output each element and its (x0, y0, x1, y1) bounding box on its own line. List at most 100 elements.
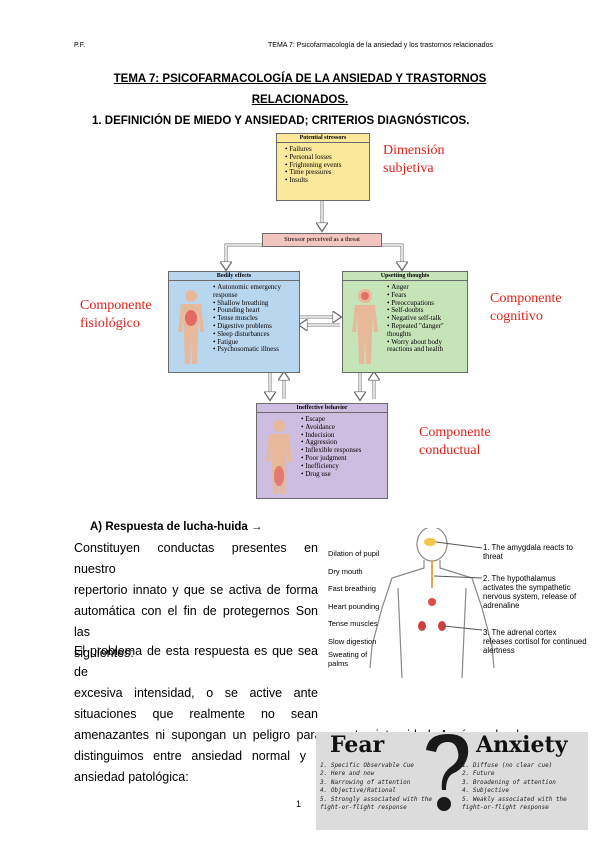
thought-item: Fears (387, 291, 467, 300)
paragraph-line: repertorio innato y que se activa de for… (74, 583, 318, 597)
question-mark-icon (426, 734, 469, 811)
fight-flight-figure: Dilation of pupil Dry mouth Fast breathi… (326, 528, 588, 688)
behavior-item: Avoidance (301, 423, 387, 432)
fear-item: 1. Specific Observable Cue (320, 762, 414, 769)
stressor-item: Time pressures (285, 169, 369, 177)
label-cognitive-line1: Componente (490, 291, 562, 306)
thought-item: Anger (387, 283, 467, 292)
fear-anxiety-image: Fear Anxiety 1. Specific Observable Cue … (316, 732, 588, 830)
label-physio-line2: fisiológico (80, 316, 140, 331)
header-right: TEMA 7: Psicofarmacología de la ansiedad… (268, 42, 493, 49)
bodily-effects-title: Bodily effects (169, 272, 299, 281)
perceived-threat-box: Stressor perceived as a threat (262, 233, 382, 247)
anxiety-list: 1. Diffuse (no clear cue) 2. Future 3. B… (462, 762, 586, 812)
ineffective-behavior-title: Ineffective behavior (257, 404, 387, 413)
label-cognitive-line2: cognitivo (490, 309, 543, 324)
stressor-item: Personal losses (285, 153, 369, 162)
section-heading-1: 1. DEFINICIÓN DE MIEDO Y ANSIEDAD; CRITE… (92, 115, 470, 127)
label-behavioral-line2: conductual (419, 443, 481, 458)
stress-diagram: Potential stressors Failures Personal lo… (164, 133, 468, 503)
anxiety-item: 3. Broadening of attention (462, 778, 556, 786)
label-physio: Componente fisiológico (80, 297, 152, 333)
label-subjective-line2: subjetiva (383, 161, 434, 176)
bodily-effects-box: Bodily effects Autonomic emergency respo… (168, 271, 300, 373)
thought-item: Preoccupations (387, 299, 467, 308)
bodily-item: Psychosomatic illness (213, 346, 299, 354)
symptom-item: Sweating of palms (328, 650, 368, 668)
thought-item: Worry about body reactions and health (387, 338, 467, 355)
anxiety-item: 1. Diffuse (no clear cue) (462, 762, 553, 769)
behavior-item: Drug use (301, 470, 387, 479)
symptom-item: Tense muscles (328, 619, 378, 628)
anxiety-item: 5. Weakly associated with the fight-or-f… (462, 795, 567, 812)
bodily-item: Sleep disturbances (213, 330, 299, 339)
upsetting-thoughts-title: Upsetting thoughts (343, 272, 467, 281)
paragraph-line: siguientes: (74, 646, 134, 660)
brain-step-3: 3. The adrenal cortex releases cortisol … (483, 628, 587, 655)
bodily-item: Digestive problems (213, 322, 299, 331)
fear-title: Fear (330, 732, 385, 758)
human-outline-icon (369, 528, 495, 679)
behavior-item: Indecision (301, 431, 387, 440)
fear-list: 1. Specific Observable Cue 2. Here and n… (320, 762, 440, 812)
section-heading-a: A) Respuesta de lucha-huida → (90, 521, 263, 533)
symptom-item: Heart pounding (328, 601, 380, 611)
label-behavioral: Componente conductual (419, 424, 491, 460)
paragraph-line: ansiedad patológica: (74, 770, 189, 784)
symptom-item: Fast breathing (328, 584, 376, 593)
upsetting-thoughts-box: Upsetting thoughts Anger Fears Preoccupa… (342, 271, 468, 373)
paragraph-line: excesiva intensidad, o se active ante (74, 686, 318, 700)
label-subjective: Dimensión subjetiva (383, 142, 444, 178)
symptom-list: Dilation of pupil Dry mouth Fast breathi… (328, 545, 379, 650)
page-title-line2: RELACIONADOS. (251, 94, 349, 106)
behavior-item: Escape (301, 415, 387, 424)
label-cognitive: Componente cognitivo (490, 290, 562, 326)
ineffective-behavior-box: Ineffective behavior Escape Avoidance In… (256, 403, 388, 499)
behavior-item: Inflexible responses (301, 446, 387, 455)
body-figure-icon (178, 290, 204, 364)
label-subjective-line1: Dimensión (383, 143, 445, 158)
head-figure-icon (352, 289, 378, 364)
anxiety-item: 2. Future (462, 770, 495, 778)
label-physio-line1: Componente (80, 298, 152, 313)
bodily-item: Autonomic emergency response (213, 283, 299, 300)
thought-item: Self-doubts (387, 307, 467, 315)
anxiety-title: Anxiety (476, 732, 568, 758)
fear-item: 5. Strongly associated with the fight-or… (320, 795, 432, 812)
behavior-item: Poor judgment (301, 454, 387, 463)
behavior-item: Aggression (301, 439, 387, 447)
brain-step-2: 2. The hypothalamus activates the sympat… (483, 574, 577, 610)
symptom-item: Slow digestion (328, 636, 377, 646)
body-figure-icon (266, 420, 292, 494)
brain-step-1: 1. The amygdala reacts to threat (483, 543, 574, 561)
page-title-line1: TEMA 7: PSICOFARMACOLOGÍA DE LA ANSIEDAD… (113, 73, 487, 85)
symptom-item: Dry mouth (328, 566, 363, 576)
stressors-box: Potential stressors Failures Personal lo… (276, 133, 370, 201)
stressor-item: Failures (285, 145, 369, 154)
thought-item: Repeated "danger" thoughts (387, 322, 467, 339)
fear-item: 4. Objective/Rational (320, 787, 396, 795)
stressor-item: Frightening events (285, 161, 369, 170)
page-number: 1 (296, 799, 302, 809)
symptom-item: Dilation of pupil (328, 549, 380, 558)
paragraph-1: Constituyen conductas presentes en nuest… (74, 538, 318, 664)
paragraph-line: Constituyen conductas presentes en nuest… (74, 541, 318, 576)
stressors-title: Potential stressors (277, 134, 369, 143)
thought-item: Negative self-talk (387, 314, 467, 323)
fear-item: 2. Here and now (320, 770, 375, 778)
label-behavioral-line1: Componente (419, 425, 491, 440)
bodily-item: Fatigue (213, 338, 299, 347)
fear-item: 3. Narrowing of attention (320, 778, 411, 786)
diagram-arrows (164, 201, 464, 503)
bodily-item: Tense muscles (213, 314, 299, 323)
paragraph-line: situaciones que realmente no sean (74, 707, 318, 721)
paragraph-line: El problema de esta respuesta es que sea… (74, 644, 318, 679)
bodily-item: Shallow breathing (213, 299, 299, 308)
header-left: P.F. (74, 42, 86, 49)
paragraph-line: distinguimos entre ansiedad normal y (74, 749, 306, 763)
behavior-item: Inefficiency (301, 462, 387, 471)
anxiety-item: 4. Subjective (462, 787, 509, 795)
bodily-item: Pounding heart (213, 307, 299, 315)
stressor-item: Insults (285, 176, 369, 185)
paragraph-line: automática con el fin de protegernos Son… (74, 604, 318, 639)
